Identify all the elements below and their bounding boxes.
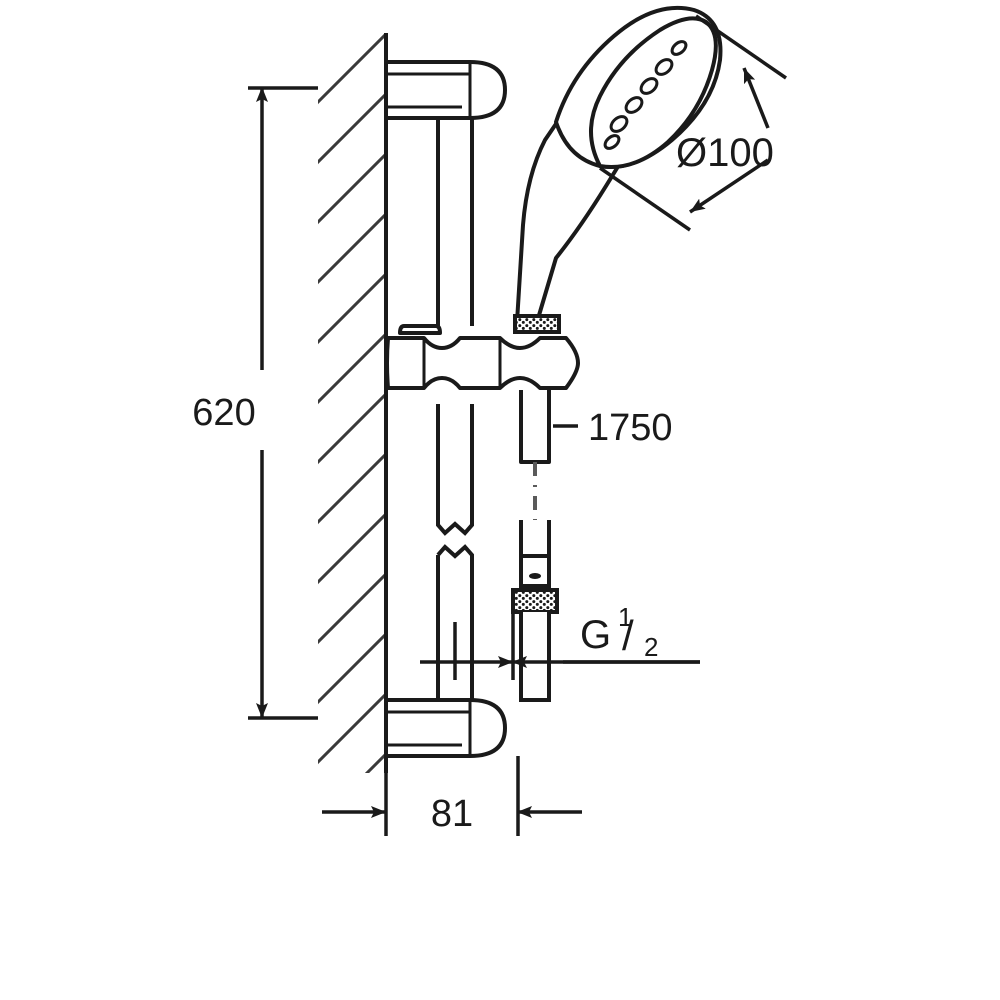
hose-length-label: 1750 (588, 407, 673, 449)
thread-denominator: 2 (644, 632, 658, 662)
hand-shower-holder (385, 324, 580, 390)
wall-projection-dimension-label: 81 (431, 793, 473, 835)
shower-hose (511, 390, 559, 702)
lower-wall-bracket (384, 698, 507, 758)
thread-size-label: G 1 / 2 (580, 602, 658, 662)
wall-projection-dimension (322, 756, 582, 836)
thread-letter: G (580, 613, 611, 657)
rail-height-dimension-label: 620 (192, 392, 255, 434)
upper-wall-bracket (384, 60, 507, 120)
wall-section-hatched (318, 33, 388, 773)
thread-slash: / (622, 612, 634, 659)
slide-bar (436, 118, 474, 716)
hose-connection-nut (511, 588, 559, 614)
rail-height-dimension (248, 86, 318, 720)
shower-head-diameter-label: Ø100 (676, 131, 774, 175)
shower-head-diameter-dimension (599, 14, 787, 232)
thread-size-callout (420, 612, 700, 680)
hand-shower-head (513, 5, 723, 334)
thread-numerator: 1 (618, 602, 632, 632)
